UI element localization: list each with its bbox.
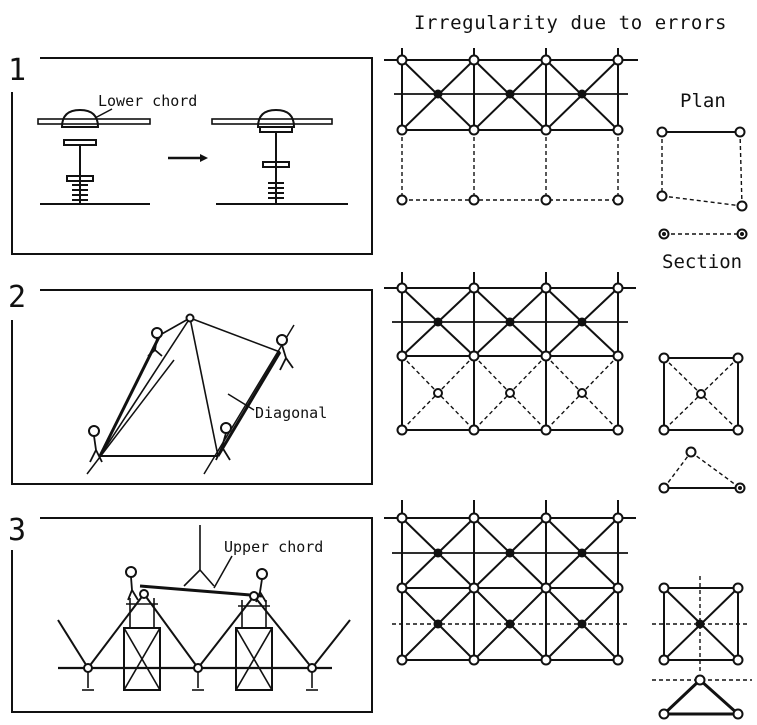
plan-detail-3 <box>652 576 750 672</box>
grid-plan-3 <box>384 500 636 666</box>
worker-figure <box>255 568 268 603</box>
step-3: 3 Upper chord <box>8 513 373 713</box>
arrow-icon <box>168 154 208 162</box>
worker-figure <box>125 566 139 601</box>
section-detail-1 <box>658 228 748 240</box>
figure-title: Irregularity due to errors <box>414 12 727 34</box>
plan-detail-2 <box>658 352 744 436</box>
plan-detail-1 <box>656 126 748 212</box>
step-1: 1 Lower chord <box>8 53 373 255</box>
step-3-label: Upper chord <box>224 538 323 556</box>
lower-chord-after <box>211 108 333 204</box>
worker-figure <box>147 327 163 357</box>
diagonal-leader <box>227 393 255 411</box>
step-2: 2 Diagonal <box>8 280 373 485</box>
step-2-frame <box>11 289 373 485</box>
step-1-number: 1 <box>8 53 26 88</box>
section-detail-2 <box>658 446 746 494</box>
worker-figure <box>88 425 103 463</box>
upper-chord-leader <box>213 555 233 589</box>
diagonal-truss-sketch <box>86 313 295 475</box>
worker-figure <box>215 422 232 461</box>
upper-chord-member <box>139 584 263 598</box>
step-2-number: 2 <box>8 280 26 315</box>
step-1-frame <box>11 57 373 255</box>
step-1-label: Lower chord <box>98 92 197 110</box>
section-detail-3 <box>652 674 752 720</box>
scaffold-tower <box>235 600 273 691</box>
step-3-frame <box>11 517 373 713</box>
lower-chord-leader <box>94 108 113 119</box>
worker-figure <box>276 334 294 371</box>
grid-plan-2 <box>384 272 636 436</box>
section-label: Section <box>662 251 742 273</box>
lower-chord-before <box>37 108 151 204</box>
step-3-number: 3 <box>8 513 26 548</box>
scaffold-tower <box>123 598 161 691</box>
plan-label: Plan <box>680 90 726 112</box>
step-2-label: Diagonal <box>255 404 327 422</box>
crane-hook <box>183 525 215 587</box>
grid-plan-1 <box>384 48 638 206</box>
space-truss-on-scaffolds <box>57 589 351 691</box>
